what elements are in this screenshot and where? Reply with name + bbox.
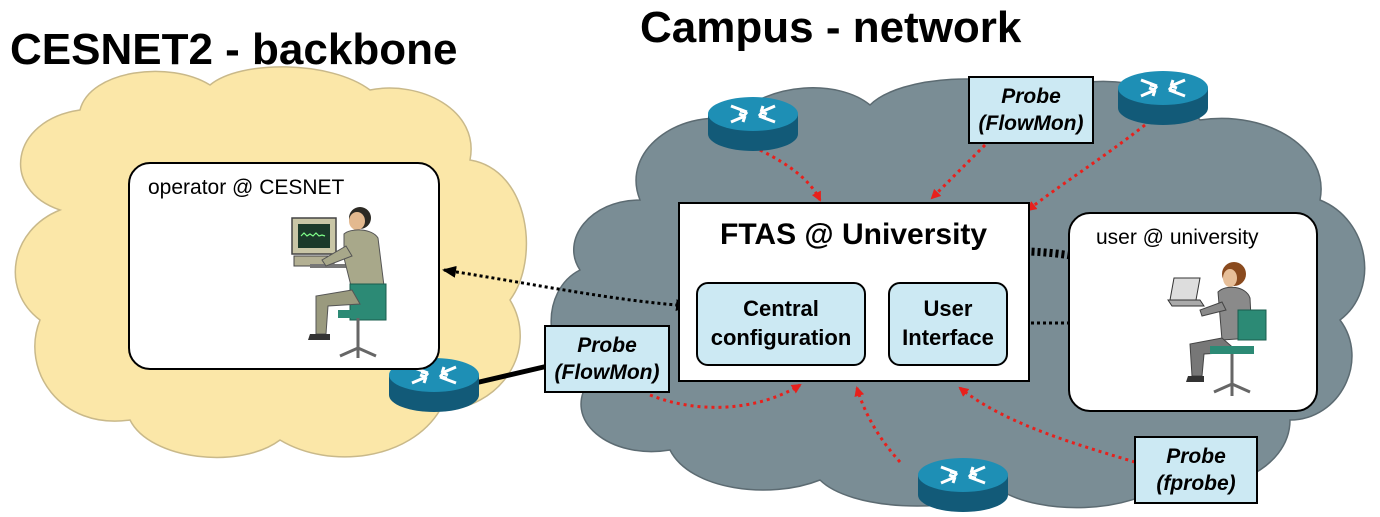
central-line2: configuration xyxy=(710,325,852,350)
router-icon xyxy=(1118,71,1208,125)
operator-to-central-arrow xyxy=(442,265,690,312)
probe-left-line2: (FlowMon) xyxy=(554,361,660,384)
operator-box: operator @ CESNET xyxy=(128,162,440,370)
probe-top-line1: Probe xyxy=(1001,84,1061,108)
user-laptop-icon xyxy=(1167,262,1267,396)
ftas-title: FTAS @ University xyxy=(720,218,988,251)
user-box: user @ university xyxy=(1068,212,1318,412)
probe-bottom-line2: (fprobe) xyxy=(1156,472,1236,495)
backbone-title: CESNET2 - backbone xyxy=(10,25,458,74)
router-icon xyxy=(708,97,798,151)
flow-export-arrows xyxy=(649,123,1146,464)
backbone-link xyxy=(474,363,549,386)
ui-line1: User xyxy=(923,296,973,322)
probe-left-line1: Probe xyxy=(577,333,637,357)
operator-label: operator @ CESNET xyxy=(148,176,345,199)
ui-line2: Interface xyxy=(902,325,994,350)
probe-flowmon-top: Probe (FlowMon) xyxy=(968,76,1094,144)
probe-top-line2: (FlowMon) xyxy=(978,112,1084,135)
campus-title: Campus - network xyxy=(640,3,1022,52)
central-configuration-module: Central configuration xyxy=(696,282,866,366)
operator-computer-icon xyxy=(291,207,387,358)
router-icon xyxy=(918,458,1008,512)
central-line1: Central xyxy=(743,296,819,322)
user-label: user @ university xyxy=(1096,226,1259,249)
ftas-box: FTAS @ University Central configuration U… xyxy=(678,202,1030,382)
probe-bottom-line1: Probe xyxy=(1166,444,1226,468)
probe-flowmon-left: Probe (FlowMon) xyxy=(544,325,670,393)
probe-fprobe-bottom: Probe (fprobe) xyxy=(1134,436,1258,504)
